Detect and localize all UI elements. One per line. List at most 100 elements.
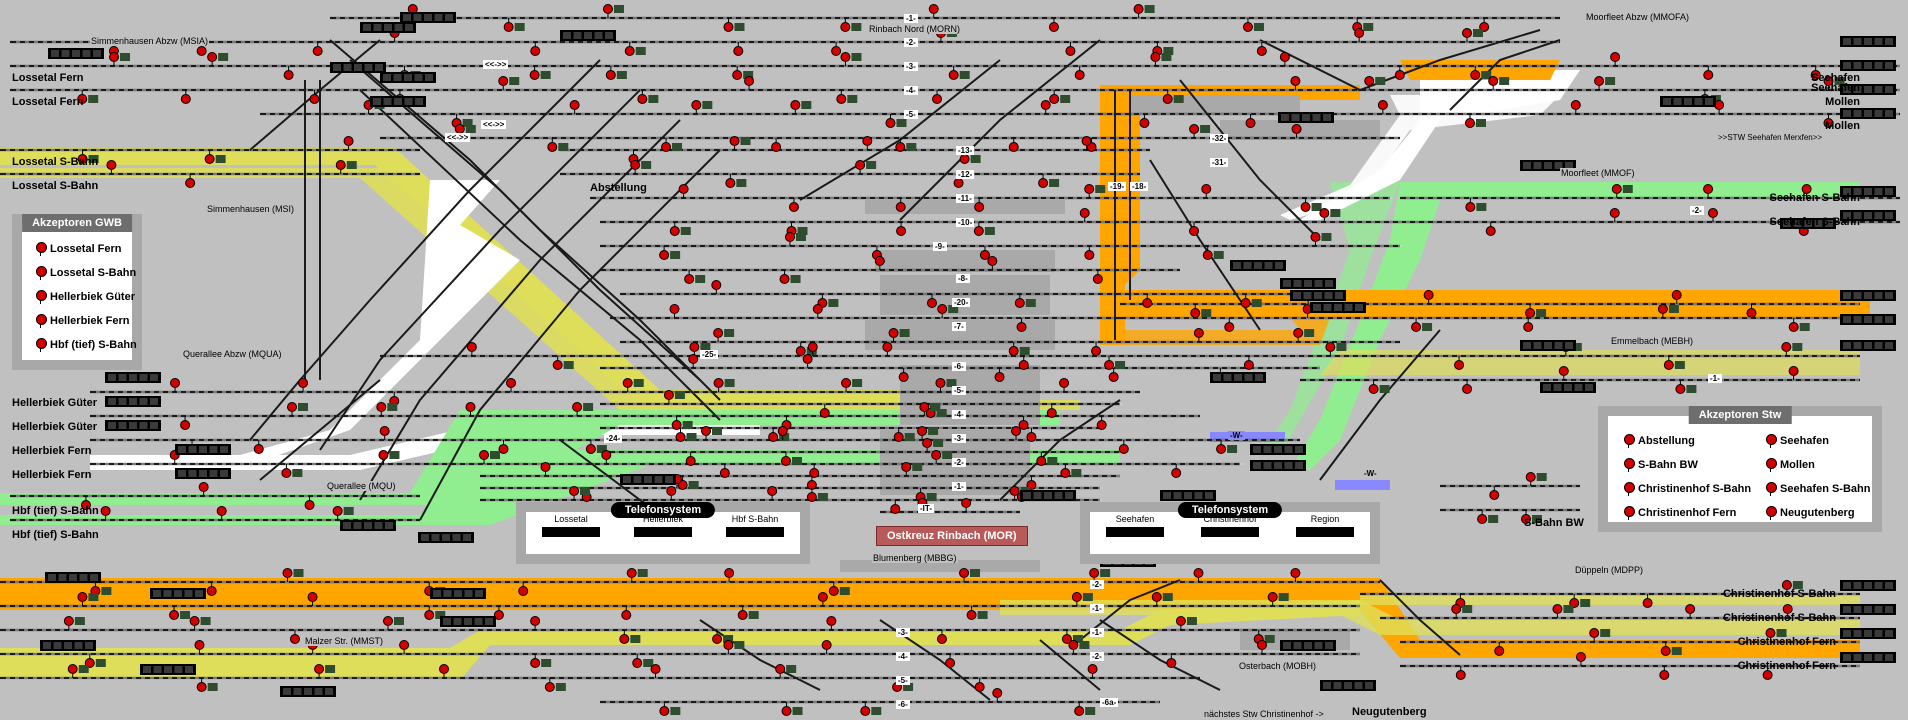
signal[interactable] — [788, 198, 799, 212]
signal[interactable] — [840, 18, 862, 32]
signal[interactable] — [1310, 232, 1332, 247]
signal[interactable] — [669, 222, 691, 236]
signal[interactable] — [529, 66, 551, 80]
signal[interactable] — [1290, 76, 1301, 91]
signal[interactable] — [602, 4, 624, 19]
signal[interactable] — [1319, 208, 1341, 223]
signal[interactable] — [1394, 66, 1405, 80]
signal[interactable] — [1040, 100, 1051, 115]
signal[interactable] — [1193, 328, 1204, 343]
signal[interactable] — [732, 66, 754, 80]
signal[interactable] — [659, 246, 681, 260]
signal[interactable] — [948, 66, 970, 80]
signal[interactable] — [711, 280, 722, 295]
signal[interactable] — [771, 138, 782, 152]
signal[interactable] — [1139, 114, 1150, 128]
signal[interactable] — [744, 76, 755, 91]
signal[interactable] — [1142, 294, 1153, 308]
signal[interactable] — [1707, 208, 1718, 223]
signal[interactable] — [1611, 184, 1633, 199]
signal[interactable] — [1464, 114, 1486, 128]
signal[interactable] — [106, 160, 117, 175]
signal[interactable] — [1133, 4, 1155, 19]
signal[interactable] — [874, 256, 885, 271]
signal[interactable] — [1423, 290, 1434, 305]
signal[interactable] — [1150, 52, 1172, 67]
signal[interactable] — [1291, 124, 1302, 139]
signal[interactable] — [1465, 198, 1487, 212]
signal[interactable] — [885, 114, 907, 128]
signal[interactable] — [1570, 100, 1581, 115]
signal[interactable] — [1746, 304, 1757, 318]
signal[interactable] — [937, 304, 959, 319]
signal[interactable] — [1703, 184, 1714, 199]
signal[interactable] — [77, 90, 99, 104]
signal[interactable] — [624, 42, 646, 56]
signal[interactable] — [77, 150, 99, 164]
signal[interactable] — [812, 304, 823, 319]
signal[interactable] — [1823, 76, 1845, 91]
signal[interactable] — [1609, 208, 1620, 223]
signal[interactable] — [691, 100, 713, 115]
signal[interactable] — [1202, 246, 1224, 260]
signal[interactable] — [108, 52, 130, 67]
signal[interactable] — [1525, 304, 1547, 318]
signal[interactable] — [684, 270, 706, 284]
signal[interactable] — [1242, 18, 1264, 32]
signal[interactable] — [678, 184, 689, 199]
signal[interactable] — [1065, 42, 1076, 56]
signal[interactable] — [1091, 342, 1102, 356]
signal[interactable] — [498, 76, 520, 91]
signal[interactable] — [790, 100, 812, 115]
signal[interactable] — [1377, 100, 1388, 115]
signal[interactable] — [1245, 114, 1256, 128]
signal[interactable] — [1189, 124, 1211, 139]
signal[interactable] — [1084, 246, 1095, 260]
signal[interactable] — [605, 66, 627, 80]
signal[interactable] — [1074, 66, 1085, 80]
signal[interactable] — [1279, 52, 1290, 67]
signal[interactable] — [928, 4, 939, 19]
signal[interactable] — [926, 294, 937, 308]
signal[interactable] — [1048, 18, 1059, 32]
signal[interactable] — [1354, 28, 1365, 43]
signal[interactable] — [725, 174, 747, 188]
signal[interactable] — [669, 304, 680, 319]
signal[interactable] — [1038, 174, 1060, 188]
signal[interactable] — [335, 160, 357, 175]
signal[interactable] — [1049, 90, 1071, 104]
signal[interactable] — [1256, 42, 1267, 56]
signal[interactable] — [1016, 318, 1027, 332]
signal[interactable] — [1488, 76, 1510, 91]
signal[interactable] — [987, 256, 998, 271]
signal[interactable] — [1300, 198, 1322, 212]
signal[interactable] — [1801, 184, 1812, 199]
signal[interactable] — [1462, 28, 1484, 43]
signal[interactable] — [503, 18, 525, 32]
signal[interactable] — [1162, 90, 1184, 104]
signal[interactable] — [895, 198, 906, 212]
signal[interactable] — [831, 42, 842, 56]
signal[interactable] — [1201, 184, 1212, 199]
signal[interactable] — [779, 270, 801, 284]
signal[interactable] — [1810, 66, 1821, 80]
signal[interactable] — [855, 160, 877, 175]
signal[interactable] — [1190, 304, 1212, 318]
signal[interactable] — [836, 90, 858, 104]
signal[interactable] — [185, 174, 196, 188]
signal[interactable] — [1081, 136, 1092, 151]
signal[interactable] — [1092, 270, 1103, 284]
signal[interactable] — [733, 42, 744, 56]
signal[interactable] — [979, 246, 990, 260]
signal[interactable] — [932, 90, 943, 104]
signal[interactable] — [1008, 342, 1030, 356]
signal[interactable] — [729, 136, 751, 151]
signal[interactable] — [1364, 76, 1386, 91]
signal[interactable] — [637, 90, 659, 104]
signal[interactable] — [974, 198, 985, 212]
signal[interactable] — [862, 136, 873, 151]
signal[interactable] — [312, 42, 323, 56]
signal[interactable] — [1823, 114, 1834, 128]
signal[interactable] — [723, 18, 745, 32]
signal[interactable] — [207, 52, 229, 67]
